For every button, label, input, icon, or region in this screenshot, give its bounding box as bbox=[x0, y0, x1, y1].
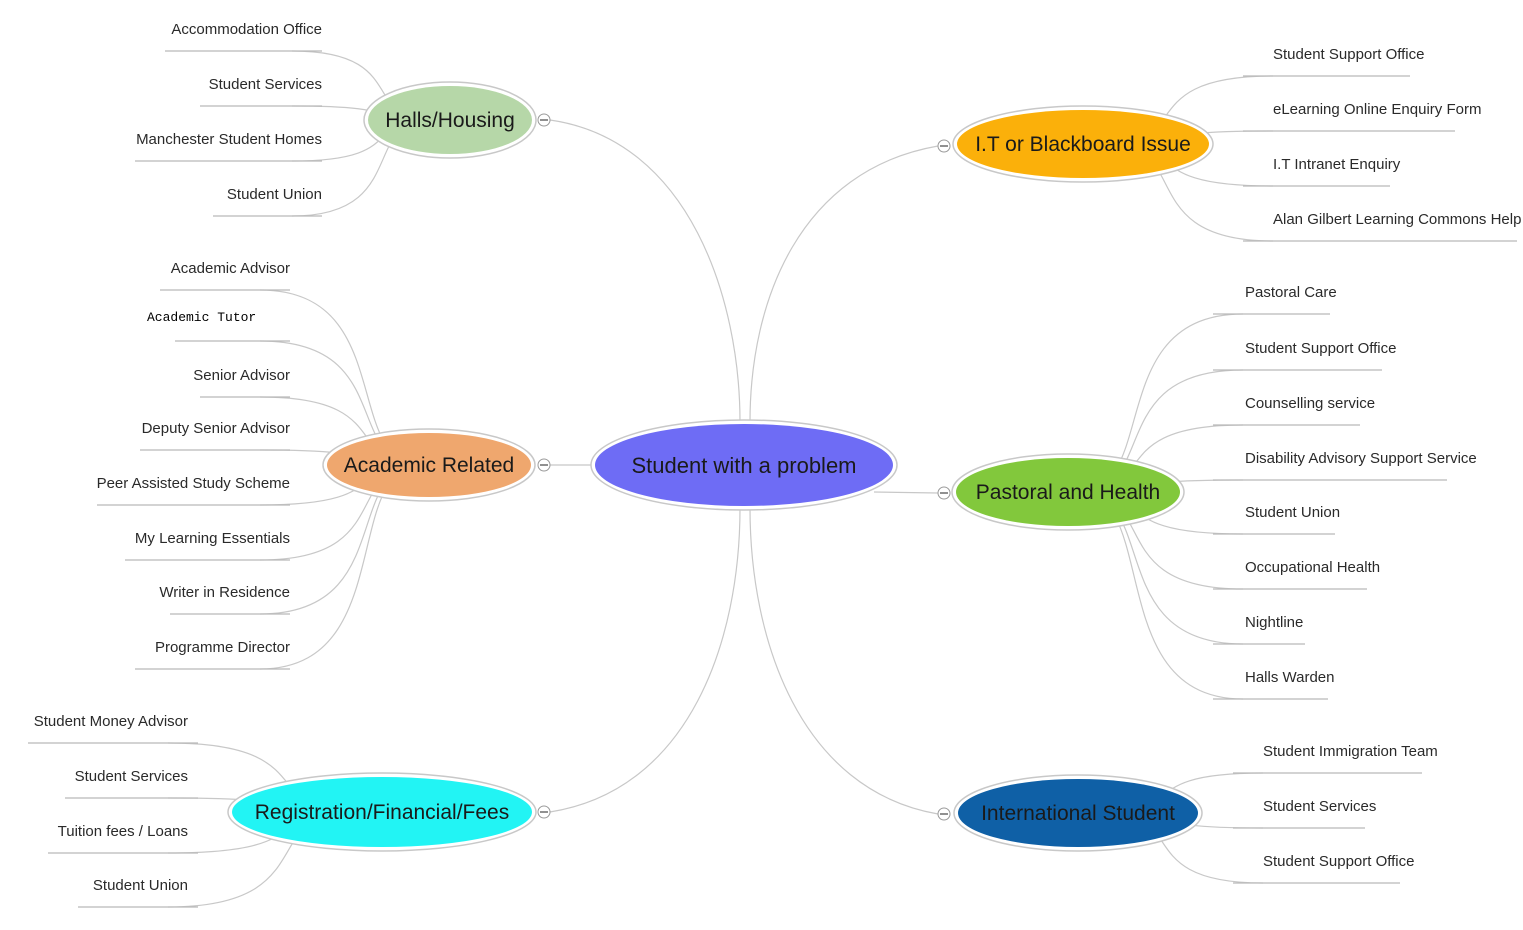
leaf-label[interactable]: Student Money Advisor bbox=[34, 713, 188, 730]
leaf-label[interactable]: Pastoral Care bbox=[1245, 284, 1337, 301]
central-topic-shape bbox=[595, 424, 893, 506]
leaf-label[interactable]: Student Immigration Team bbox=[1263, 743, 1438, 760]
central-topic-label: Student with a problem bbox=[631, 453, 856, 478]
leaf-label[interactable]: Alan Gilbert Learning Commons Help desk bbox=[1273, 211, 1523, 228]
leaf-label[interactable]: Student Services bbox=[209, 76, 322, 93]
branch-halls-housing[interactable]: Halls/Housing bbox=[363, 81, 537, 159]
branch-it-blackboard[interactable]: I.T or Blackboard Issue bbox=[952, 105, 1214, 183]
leaf-label[interactable]: Student Union bbox=[227, 186, 322, 203]
link-center-it bbox=[749, 145, 939, 423]
leaf-underlines bbox=[28, 50, 1517, 908]
leaf-label[interactable]: Student Support Office bbox=[1263, 853, 1415, 870]
leaf-label[interactable]: Counselling service bbox=[1245, 395, 1375, 412]
leaf-label[interactable]: Student Services bbox=[75, 768, 188, 785]
leaf-label[interactable]: Peer Assisted Study Scheme bbox=[97, 475, 290, 492]
branch-registration-financial-fees[interactable]: Registration/Financial/Fees bbox=[227, 772, 537, 852]
collapse-registration-button[interactable] bbox=[537, 805, 551, 819]
leaf-label[interactable]: Deputy Senior Advisor bbox=[142, 420, 290, 437]
branch-label: Registration/Financial/Fees bbox=[255, 801, 509, 824]
collapse-international-button[interactable] bbox=[937, 807, 951, 821]
link-center-halls bbox=[549, 119, 741, 423]
leaf-label[interactable]: My Learning Essentials bbox=[135, 530, 290, 547]
leaf-label[interactable]: Academic Tutor bbox=[147, 310, 256, 325]
leaf-label[interactable]: Writer in Residence bbox=[159, 584, 290, 601]
leaf-label[interactable]: Student Union bbox=[93, 877, 188, 894]
leaf-label[interactable]: Senior Advisor bbox=[193, 367, 290, 384]
nodes-layer: Student with a problem Halls/Housing Aca… bbox=[227, 81, 1214, 852]
collapse-it-button[interactable] bbox=[937, 139, 951, 153]
collapse-halls-button[interactable] bbox=[537, 113, 551, 127]
branch-international-student[interactable]: International Student bbox=[953, 774, 1203, 852]
leaf-label[interactable]: Accommodation Office bbox=[171, 21, 322, 38]
branch-pastoral-health[interactable]: Pastoral and Health bbox=[951, 453, 1185, 531]
leaf-label[interactable]: Tuition fees / Loans bbox=[58, 823, 188, 840]
leaf-label[interactable]: Student Support Office bbox=[1273, 46, 1425, 63]
collapse-buttons bbox=[537, 113, 951, 821]
link-center-pastoral bbox=[873, 491, 939, 494]
branch-label: I.T or Blackboard Issue bbox=[975, 133, 1191, 156]
leaf-label[interactable]: Disability Advisory Support Service bbox=[1245, 450, 1477, 467]
leaf-label[interactable]: Halls Warden bbox=[1245, 669, 1334, 686]
branch-academic-related[interactable]: Academic Related bbox=[322, 428, 536, 502]
leaf-label[interactable]: Occupational Health bbox=[1245, 559, 1380, 576]
leaf-label[interactable]: Programme Director bbox=[155, 639, 290, 656]
leaf-label[interactable]: Academic Advisor bbox=[171, 260, 290, 277]
central-topic[interactable]: Student with a problem bbox=[590, 419, 898, 511]
leaf-label[interactable]: Student Union bbox=[1245, 504, 1340, 521]
collapse-pastoral-button[interactable] bbox=[937, 486, 951, 500]
branch-label: Pastoral and Health bbox=[976, 481, 1160, 504]
branch-label: International Student bbox=[981, 802, 1175, 825]
branch-label: Academic Related bbox=[344, 454, 514, 477]
leaf-label[interactable]: eLearning Online Enquiry Form bbox=[1273, 101, 1481, 118]
link-center-international bbox=[749, 507, 939, 815]
leaf-label[interactable]: I.T Intranet Enquiry bbox=[1273, 156, 1401, 173]
link-center-registration bbox=[549, 507, 741, 813]
branch-label: Halls/Housing bbox=[385, 109, 515, 132]
leaf-label[interactable]: Manchester Student Homes bbox=[136, 131, 322, 148]
leaf-label[interactable]: Student Support Office bbox=[1245, 340, 1397, 357]
leaf-label[interactable]: Student Services bbox=[1263, 798, 1376, 815]
collapse-academic-button[interactable] bbox=[537, 458, 551, 472]
leaf-label[interactable]: Nightline bbox=[1245, 614, 1303, 631]
